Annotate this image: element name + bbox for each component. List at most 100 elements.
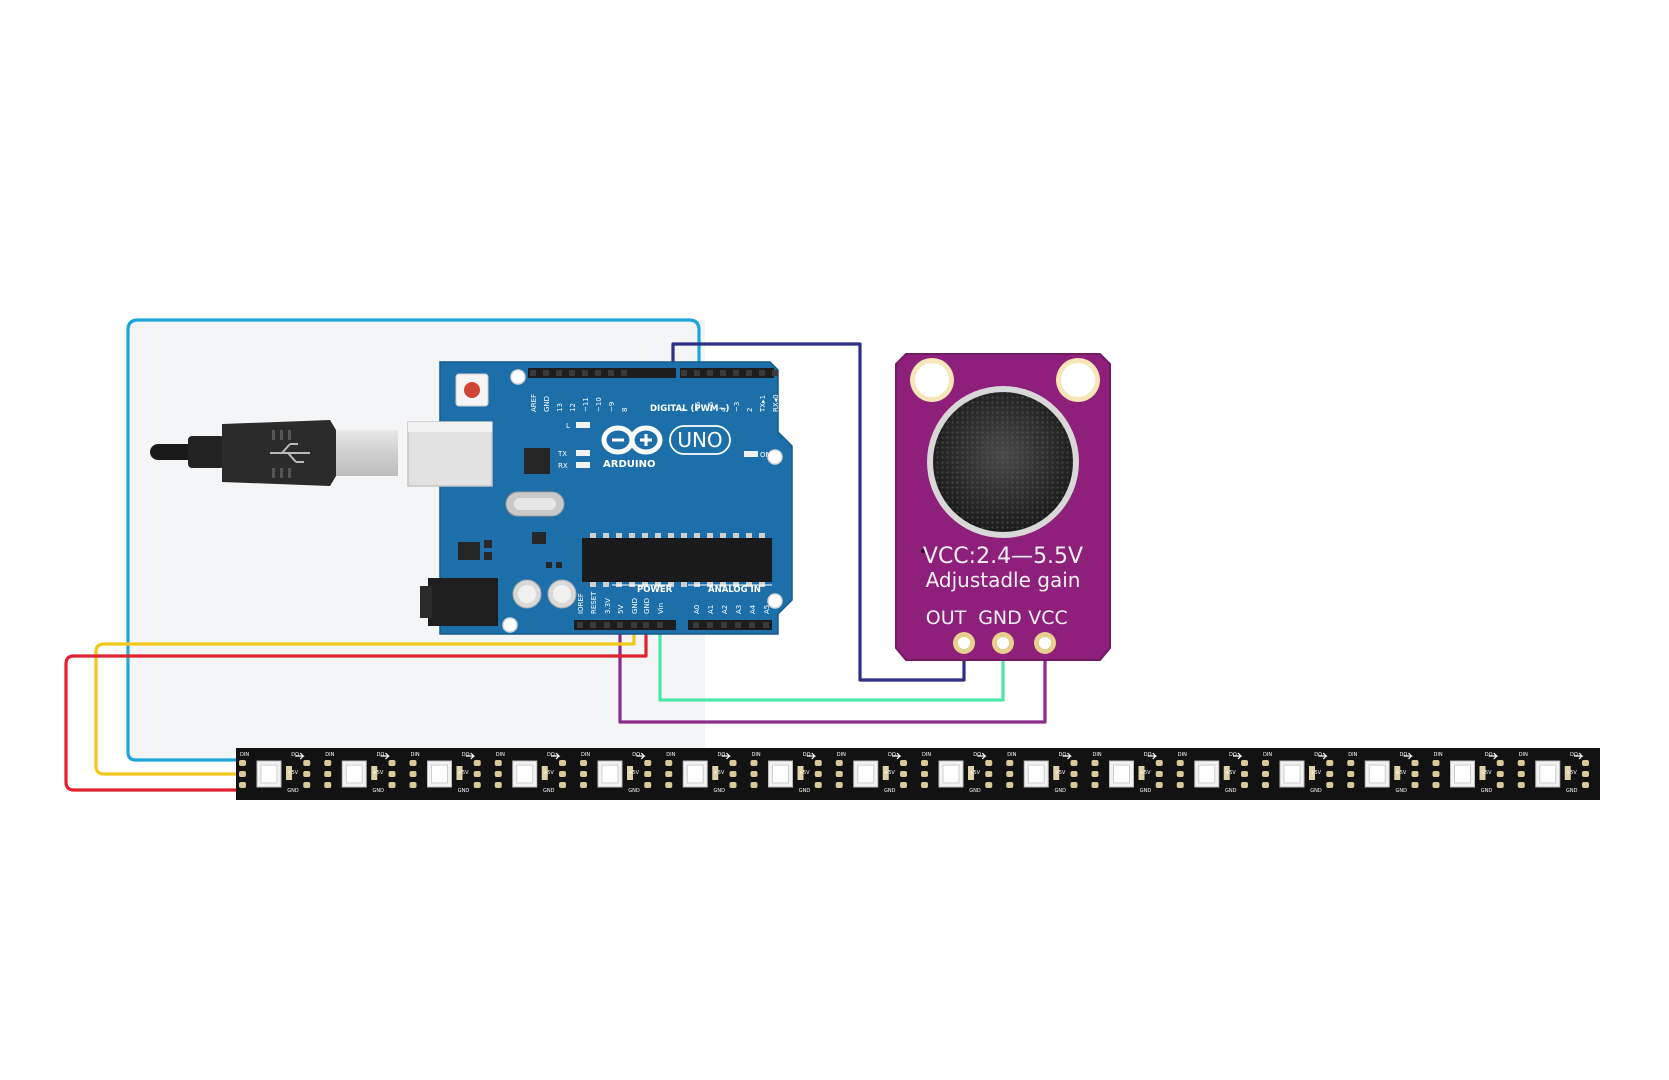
digital-header-right[interactable]	[680, 368, 774, 378]
header-pin-hole[interactable]	[621, 370, 627, 376]
header-pin-hole[interactable]	[721, 622, 727, 628]
bottom-header-holes	[577, 622, 769, 628]
header-pin-hole[interactable]	[763, 622, 769, 628]
microphone-module[interactable]: VCC:2.4—5.5V Adjustadle gain OUT GND VCC	[895, 353, 1111, 661]
strip-pad-label: DIN	[240, 752, 249, 758]
chip-pin	[655, 533, 661, 538]
digital-pin-label: 8	[621, 408, 629, 412]
strip-pad-label: DIN	[1519, 752, 1528, 758]
mic-vcc-wire[interactable]	[618, 626, 1047, 724]
solder-pad	[835, 782, 843, 788]
smd-resistor	[541, 766, 548, 780]
header-pin-hole[interactable]	[707, 370, 713, 376]
rgb-led-lens	[1027, 764, 1045, 784]
strip-pad-label: DIN	[1178, 752, 1187, 758]
solder-pad	[239, 771, 246, 777]
uno-badge	[669, 425, 731, 455]
mic-gnd-wire[interactable]	[658, 626, 1005, 702]
wires	[64, 318, 1047, 792]
capacitor-top	[518, 585, 536, 603]
header-pin-hole[interactable]	[590, 622, 596, 628]
header-pin-hole[interactable]	[707, 622, 713, 628]
header-pin-hole[interactable]	[631, 622, 637, 628]
mounting-hole	[767, 449, 783, 465]
strip-pad-label: DO	[973, 752, 981, 758]
solder-pad	[835, 760, 843, 766]
solder-pad	[239, 782, 246, 788]
header-pin-hole[interactable]	[608, 370, 614, 376]
header-pin-hole[interactable]	[643, 622, 649, 628]
solder-pad	[1432, 760, 1440, 766]
solder-pad	[921, 760, 928, 766]
solder-pad	[303, 782, 311, 788]
reset-button-cap[interactable]	[464, 382, 480, 398]
data-wire[interactable]	[126, 318, 701, 762]
header-pin-hole[interactable]	[759, 370, 765, 376]
chip-pin	[746, 533, 752, 538]
header-pin-hole[interactable]	[604, 622, 610, 628]
header-pin-hole[interactable]	[577, 622, 583, 628]
solder-pad	[324, 782, 332, 788]
solder-pad	[1496, 760, 1504, 766]
digital-header-left[interactable]	[528, 368, 676, 378]
header-pin-hole[interactable]	[733, 370, 739, 376]
rgb-led-lens	[857, 764, 875, 784]
smd-resistor	[456, 766, 463, 780]
power-header[interactable]	[574, 620, 676, 630]
header-pin-hole[interactable]	[582, 370, 588, 376]
power-label: POWER	[637, 585, 673, 595]
header-pin-hole[interactable]	[595, 370, 601, 376]
strip-pad-label: GND	[1055, 788, 1067, 794]
digital-pin-label: ~9	[608, 402, 616, 412]
rgb-led-lens	[1454, 764, 1471, 784]
header-pin-hole[interactable]	[694, 370, 700, 376]
mounting-hole	[502, 617, 518, 633]
solder-pad	[729, 782, 737, 788]
header-pin-hole[interactable]	[543, 370, 549, 376]
header-pin-hole[interactable]	[657, 622, 663, 628]
solder-pad	[921, 782, 928, 788]
chip-pin	[759, 533, 765, 538]
header-pin-hole[interactable]	[746, 370, 752, 376]
header-pin-hole[interactable]	[749, 622, 755, 628]
strip-5v-wire[interactable]	[94, 626, 636, 776]
header-pin-hole[interactable]	[617, 622, 623, 628]
data-direction-arrow-icon	[1062, 752, 1072, 760]
solder-pad	[473, 782, 481, 788]
solder-pad	[644, 760, 652, 766]
uno-model-label: UNO	[677, 428, 722, 452]
solder-pad	[1262, 782, 1269, 788]
header-pin-hole[interactable]	[772, 370, 778, 376]
arduino-brand-label: ARDUINO	[603, 459, 655, 470]
chip-pin	[590, 582, 596, 587]
header-pin-hole[interactable]	[556, 370, 562, 376]
analog-pin-label: A2	[721, 605, 729, 614]
solder-pad	[835, 771, 843, 777]
header-pin-hole[interactable]	[530, 370, 536, 376]
data-direction-arrow-icon	[636, 752, 646, 760]
strip-pad-label: DO	[1400, 752, 1408, 758]
header-pin-hole[interactable]	[681, 370, 687, 376]
header-pin-hole[interactable]	[735, 622, 741, 628]
solder-pad	[1070, 782, 1078, 788]
strip-pad-label: DO	[547, 752, 555, 758]
strip-pad-label: +5V	[969, 770, 980, 776]
solder-pad	[1241, 782, 1248, 788]
header-pin-hole[interactable]	[720, 370, 726, 376]
strip-gnd-wire[interactable]	[64, 626, 648, 792]
chip-pin	[603, 533, 609, 538]
mic-out-wire[interactable]	[671, 342, 966, 682]
solder-pad	[729, 760, 737, 766]
analog-header[interactable]	[688, 620, 772, 630]
header-pin-hole[interactable]	[693, 622, 699, 628]
data-direction-arrow-icon	[1233, 752, 1243, 760]
solder-pad	[1176, 760, 1184, 766]
digital-pin-label: ~10	[595, 397, 603, 412]
strip-pad-label: DO	[888, 752, 896, 758]
header-pin-hole[interactable]	[569, 370, 575, 376]
solder-pad	[665, 782, 673, 788]
